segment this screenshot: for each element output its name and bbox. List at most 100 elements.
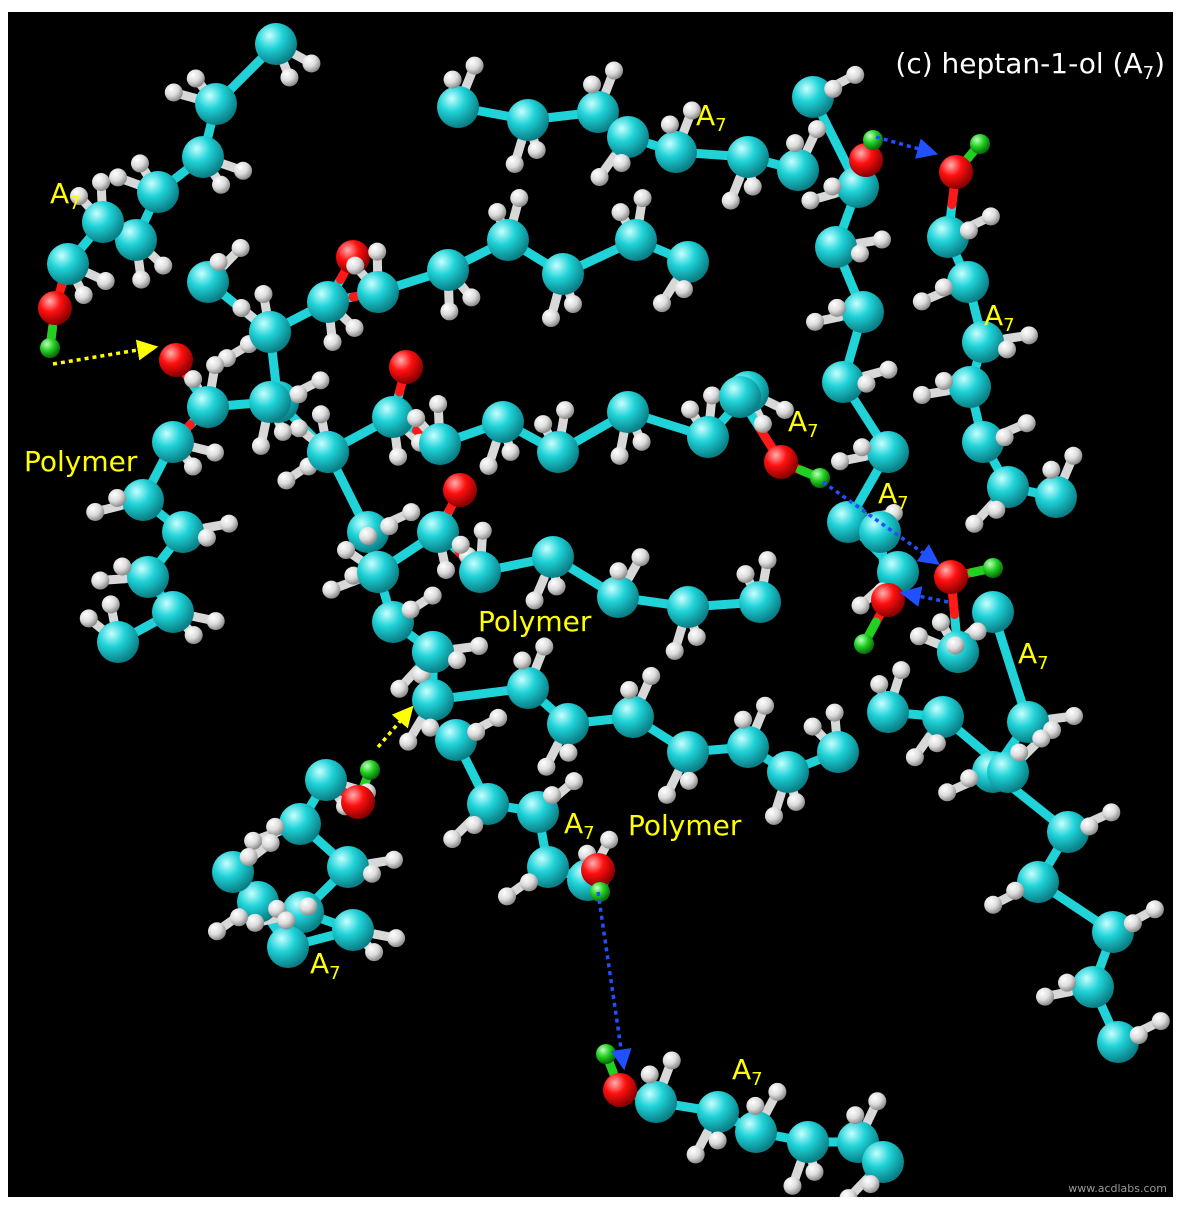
label-subscript: 7 — [329, 963, 341, 984]
hydrogen-atom — [746, 1096, 765, 1115]
carbon-atom — [372, 396, 414, 438]
hydrogen-atom — [892, 661, 911, 680]
hydrogen-atom — [823, 177, 842, 196]
hydrogen-atom — [870, 675, 889, 694]
hydrogen-atom — [674, 280, 693, 299]
carbon-atom — [487, 219, 529, 261]
hydrogen-atom — [1017, 414, 1036, 433]
carbon-atom — [947, 261, 989, 303]
hydrogen-atom — [687, 627, 706, 646]
label-a7-bottom: A7 — [732, 1056, 763, 1089]
hydrogen-atom — [825, 703, 844, 722]
hydrogen-atom — [839, 1189, 858, 1197]
carbon-atom — [162, 511, 204, 553]
hydrogen-atom — [984, 895, 1003, 914]
carbon-atom — [182, 136, 224, 178]
carbon-atom — [357, 551, 399, 593]
carbon-atom — [279, 803, 321, 845]
hydrogen-atom — [74, 286, 93, 305]
hydrogen-atom — [365, 943, 384, 962]
hydrogen-atom — [734, 710, 753, 729]
hydrogen-atom — [946, 636, 965, 655]
hydrogen-atom — [610, 446, 629, 465]
carbon-atom — [127, 556, 169, 598]
hydrogen-atom — [113, 557, 132, 576]
label-subscript: 7 — [1003, 315, 1015, 336]
carbon-atom — [187, 261, 229, 303]
hydrogen-atom — [197, 528, 216, 547]
hydrogen-atom — [935, 372, 953, 390]
hydrogen-atom — [440, 302, 459, 321]
carbon-atom — [949, 366, 991, 408]
hydrogen-atom — [736, 565, 755, 584]
hydrogen-atom — [662, 1051, 681, 1070]
hydrogen-atom — [605, 61, 624, 80]
carbon-atom — [115, 219, 157, 261]
carbon-atom — [877, 551, 919, 593]
hydrogen-atom — [186, 69, 205, 88]
hydrogen-atom — [861, 1175, 880, 1194]
hydrogen-atom — [801, 191, 820, 210]
carbon-atom — [412, 631, 454, 673]
label-subscript: 7 — [807, 421, 819, 442]
hydrogen-atom — [631, 548, 650, 567]
hydrogen-bond-arrow — [52, 339, 159, 366]
hydrogen-atom — [488, 203, 507, 222]
hydrogen-atom — [808, 120, 827, 139]
hydrogen-atom — [620, 680, 639, 699]
hydrogen-atom — [905, 748, 924, 767]
carbon-atom — [727, 136, 769, 178]
hydrogen-atom — [583, 75, 602, 94]
hydrogen-bond-arrow — [899, 586, 949, 607]
hydrogen-atom — [564, 295, 582, 313]
hydrogen-atom — [130, 154, 149, 173]
oxygen-atom — [159, 343, 193, 377]
hydrogen-atom — [913, 386, 931, 404]
label-a7-top-center: A7 — [696, 102, 727, 135]
hydrogen-atom — [824, 79, 843, 98]
hydrogen-atom — [547, 577, 566, 596]
carbon-atom — [532, 536, 574, 578]
hydrogen-atom — [436, 560, 455, 579]
label-text: A — [564, 807, 584, 840]
hydrogen-bond-arrow — [821, 480, 940, 565]
hydrogen-atom — [108, 488, 127, 507]
hydrogen-atom — [927, 734, 946, 753]
hydrogen-atom — [96, 272, 115, 291]
hydrogen-atom — [868, 1092, 887, 1111]
hydrogen-atom — [497, 887, 516, 906]
hydrogen-atom — [853, 438, 872, 457]
label-a7-top-left: A7 — [50, 180, 81, 213]
label-text: A — [878, 477, 898, 510]
hydrogen-atom — [322, 580, 341, 599]
hydrogen-atom — [1065, 707, 1083, 725]
hydrogen-atom — [465, 816, 484, 835]
hydrogen-atom — [1123, 914, 1142, 933]
hydrogen-atom — [451, 535, 470, 554]
hydrogen-atom — [92, 173, 111, 192]
hydrogen-atom — [831, 452, 850, 471]
hydrogen-atom — [164, 83, 183, 102]
hydrogen-atom — [686, 1145, 705, 1164]
hydrogen-atom — [968, 622, 987, 641]
hydrogen-atom — [879, 360, 898, 379]
carbon-atom — [867, 431, 909, 473]
hydrogen-atom — [362, 864, 381, 883]
carbon-atom — [777, 149, 819, 191]
hydrogen-atom — [302, 54, 321, 73]
carbon-atom — [667, 731, 709, 773]
carbon-atom — [1097, 1021, 1139, 1063]
carbon-atom — [195, 83, 237, 125]
hydroxyl-hydrogen-atom — [596, 1044, 616, 1064]
hydrogen-atom — [543, 786, 562, 805]
label-text: A — [788, 405, 808, 438]
hydrogen-atom — [1080, 817, 1099, 836]
hydroxyl-hydrogen-atom — [810, 468, 830, 488]
figure-title-suffix: ) — [1154, 47, 1165, 80]
hydrogen-atom — [1129, 1026, 1148, 1045]
hydrogen-atom — [783, 1176, 802, 1195]
carbon-atom — [1035, 476, 1077, 518]
hydrogen-atom — [108, 168, 127, 187]
hydrogen-atom — [758, 551, 777, 570]
